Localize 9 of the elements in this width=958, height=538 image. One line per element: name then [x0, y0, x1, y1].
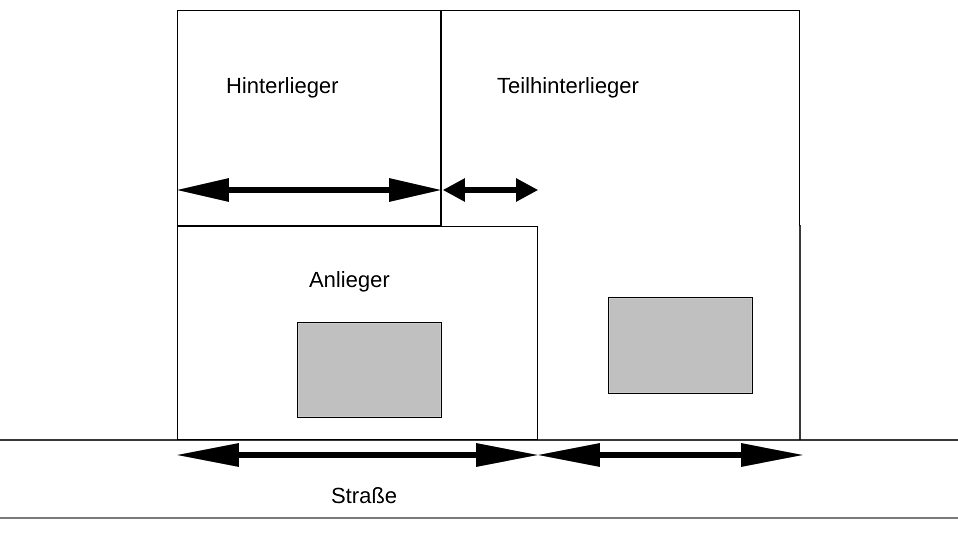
plot-label: Teilhinterlieger: [497, 73, 639, 99]
plot-box: [441, 10, 800, 226]
plot-label: Anlieger: [309, 267, 390, 293]
plot-box: [177, 10, 441, 226]
building-block: [297, 322, 442, 418]
building-block: [608, 297, 753, 394]
plot-label: Hinterlieger: [226, 73, 338, 99]
street-label: Straße: [331, 483, 398, 509]
plot-box: [177, 226, 538, 440]
